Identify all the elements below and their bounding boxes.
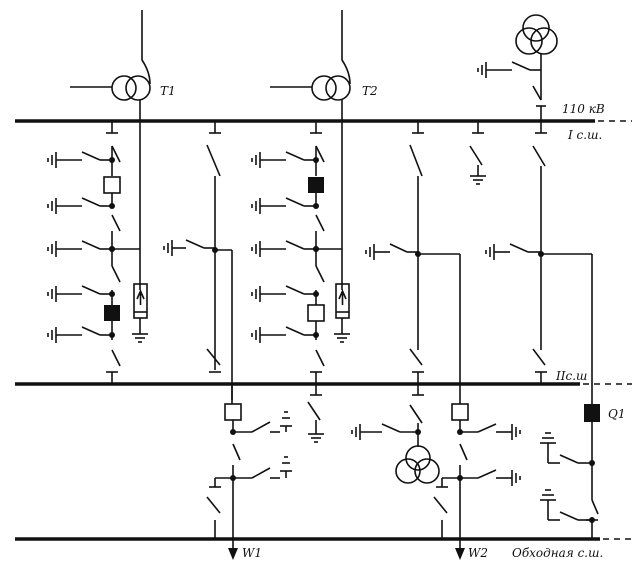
earth-switch [47, 197, 115, 214]
earth-switch [47, 326, 115, 343]
label-t1: T1 [160, 84, 176, 98]
earth-switch [251, 197, 319, 214]
earth-switches-mid [251, 151, 319, 343]
earth-switch [251, 326, 319, 343]
breaker-closed [104, 305, 120, 321]
arrester-t2 [334, 283, 350, 343]
feeder-w2 [433, 384, 521, 560]
bay-left [103, 121, 140, 384]
earth-switch [47, 240, 115, 257]
label-voltage: 110 кВ [562, 102, 605, 116]
label-bus-2: IIс.ш [555, 369, 587, 383]
label-bus-1: I с.ш. [567, 128, 602, 142]
label-bypass-bus: Обходная с.ш. [512, 546, 603, 560]
aux-transformer-bottom [351, 384, 440, 484]
bay-w1-disconnectors [163, 121, 233, 400]
earth-switch [251, 285, 319, 302]
earth-switch [47, 151, 115, 168]
arrester-t1 [132, 283, 148, 343]
transformer-t1 [70, 10, 151, 290]
earth-switches-left [47, 151, 115, 343]
label-t2: T2 [362, 84, 378, 98]
label-w1: W1 [242, 546, 262, 560]
bay-w2-disconnectors [365, 121, 461, 384]
earth-switch [251, 240, 319, 257]
transformer-t2 [270, 10, 351, 290]
bus1-earth-switch [469, 121, 486, 185]
label-w2: W2 [468, 546, 488, 560]
bay-t2 [307, 121, 342, 443]
feeder-w1 [206, 384, 292, 560]
aux-transformer-top [477, 14, 558, 121]
label-q1: Q1 [608, 407, 625, 421]
bay-right [485, 121, 600, 539]
earth-switch [47, 285, 115, 302]
earth-switch [251, 151, 319, 168]
